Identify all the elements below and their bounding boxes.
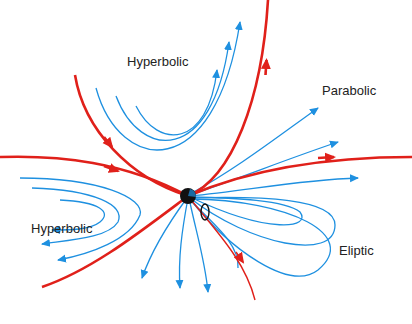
sector-label: Hyperbolic — [127, 54, 188, 70]
sector-label: Eliptic — [339, 243, 374, 259]
trajectories — [20, 22, 358, 292]
sector-label: Hyperbolic — [31, 221, 92, 237]
sector-label: Parabolic — [322, 83, 376, 99]
separatrices — [0, 0, 412, 300]
small-loop — [201, 204, 209, 220]
critical-point — [180, 188, 196, 204]
